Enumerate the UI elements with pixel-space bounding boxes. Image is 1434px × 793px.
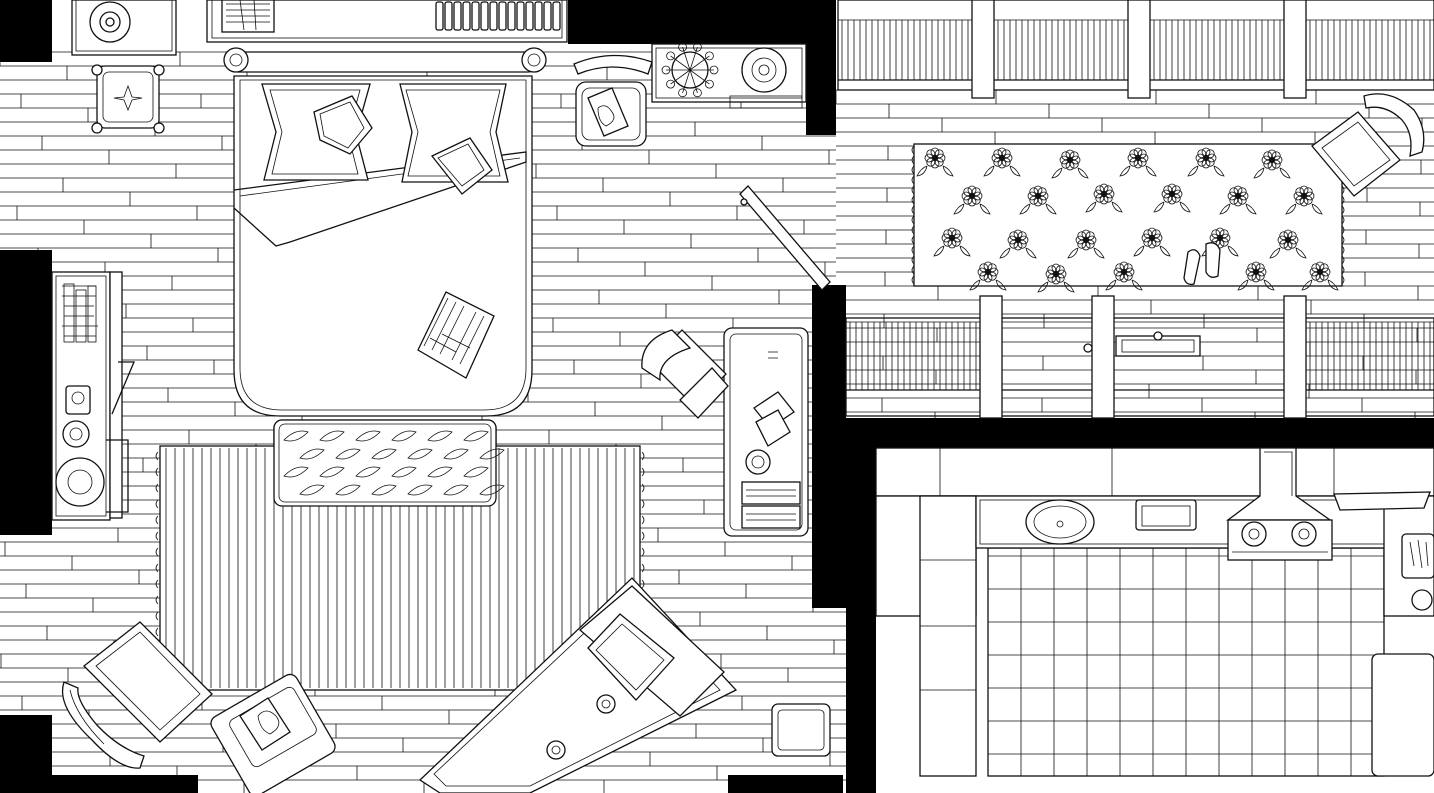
stove-icon bbox=[1227, 519, 1333, 561]
kitchen-table bbox=[1333, 491, 1434, 777]
desk-icon bbox=[51, 271, 135, 521]
desk-chair bbox=[641, 329, 729, 419]
door-icon bbox=[739, 185, 831, 291]
stool bbox=[91, 64, 165, 134]
sofa-icon bbox=[418, 577, 738, 793]
slippers-icon bbox=[1183, 242, 1221, 286]
sink-icon bbox=[1025, 499, 1095, 545]
balcony-bench bbox=[1083, 331, 1201, 357]
speaker-cabinet bbox=[71, 0, 177, 56]
floral-rug bbox=[911, 143, 1345, 293]
potted-plant-icon bbox=[661, 42, 719, 98]
pillow-icon bbox=[261, 83, 509, 195]
lounge-chair bbox=[61, 621, 213, 769]
side-table bbox=[210, 673, 336, 793]
ottoman bbox=[771, 703, 831, 757]
open-book-icon bbox=[417, 291, 495, 379]
armchair-icon bbox=[573, 54, 653, 147]
bookshelf-top bbox=[206, 0, 568, 43]
microwave bbox=[1135, 499, 1197, 531]
balcony-railing-bottom bbox=[845, 295, 1434, 419]
balcony-railing-top bbox=[837, 0, 1434, 99]
right-desk bbox=[723, 327, 809, 537]
balcony-chair bbox=[1311, 93, 1425, 197]
